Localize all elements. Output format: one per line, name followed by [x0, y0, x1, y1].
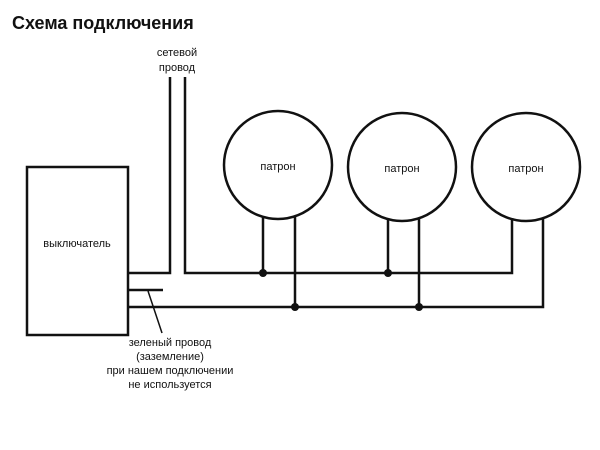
- mains-wire-1: [128, 77, 172, 275]
- mains-wire-label-line2: провод: [159, 62, 196, 74]
- socket-2: патрон: [346, 111, 458, 311]
- junction-dot: [384, 269, 392, 277]
- mains-wire-2-phase-bus: [183, 77, 514, 275]
- socket-3: патрон: [470, 111, 582, 223]
- mains-wire-label-line1: сетевой: [157, 47, 197, 59]
- socket-label: патрон: [508, 163, 543, 175]
- ground-note-line4: не используется: [128, 379, 211, 391]
- switched-bus: [128, 218, 545, 309]
- diagram-title: Схема подключения: [12, 13, 194, 33]
- junction-dot: [415, 303, 423, 311]
- ground-pointer-line: [147, 290, 163, 334]
- socket-label: патрон: [260, 161, 295, 173]
- ground-note-line3: при нашем подключении: [107, 365, 234, 377]
- switch-box: [25, 165, 130, 337]
- switch-label: выключатель: [43, 238, 111, 250]
- socket-label: патрон: [384, 163, 419, 175]
- socket-1: патрон: [222, 109, 334, 311]
- junction-dot: [259, 269, 267, 277]
- junction-dot: [291, 303, 299, 311]
- ground-note-line2: (заземление): [136, 351, 204, 363]
- ground-note-line1: зеленый провод: [129, 337, 212, 349]
